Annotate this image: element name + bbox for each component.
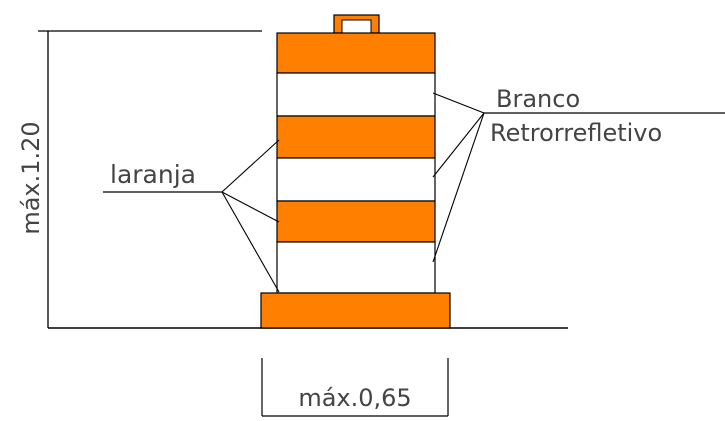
drum-base xyxy=(260,292,451,329)
drum-handle-opening xyxy=(341,19,372,34)
width-dimension: máx.0,65 xyxy=(261,358,449,417)
white-leader-line xyxy=(432,112,485,178)
drum-band-white xyxy=(276,157,436,202)
orange-label: laranja xyxy=(110,160,196,189)
drum-band-orange xyxy=(276,32,436,74)
drum-body xyxy=(276,32,436,294)
drum-band-orange xyxy=(276,115,436,159)
orange-leader-line xyxy=(221,191,280,293)
width-dimension-label: máx.0,65 xyxy=(298,384,411,412)
orange-callout: laranja xyxy=(103,139,280,293)
height-dimension-label: máx.1.20 xyxy=(17,121,45,234)
white-label-line2: Retrorrefletivo xyxy=(490,119,662,147)
white-callout: Branco Retrorrefletivo xyxy=(432,85,725,263)
orange-leader-line xyxy=(221,139,280,193)
white-leader-line xyxy=(432,112,485,263)
height-dimension: máx.1.20 xyxy=(17,30,262,328)
drum-band-white xyxy=(276,72,436,117)
drum-band-white xyxy=(276,241,436,294)
orange-leader-line xyxy=(221,191,280,223)
white-label-line1: Branco xyxy=(496,85,580,113)
white-leader-line xyxy=(432,92,485,114)
drum-band-orange xyxy=(276,200,436,243)
